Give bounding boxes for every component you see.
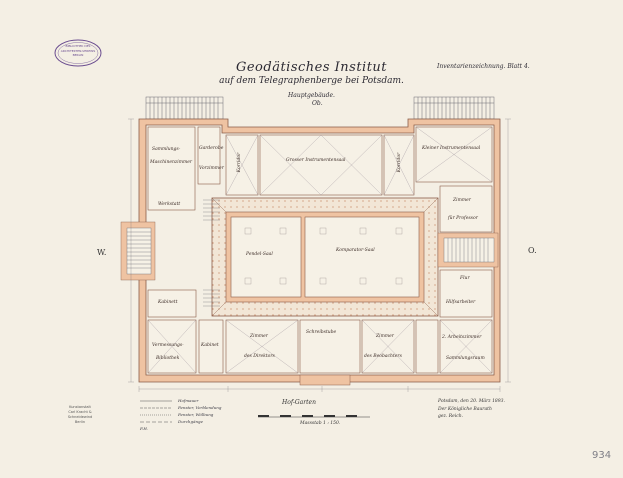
label-sammlungsraum: Sammlungsraum bbox=[446, 356, 485, 361]
label-korridor-east: Korridor bbox=[397, 152, 403, 173]
place-date-signature: Potsdam, den 20. März 1893. Der Königlic… bbox=[438, 398, 505, 421]
sheet-label: Inventarienzeichnung. Blatt 4. bbox=[437, 63, 530, 70]
room-schreibstube bbox=[299, 319, 361, 374]
room-kabinet-se bbox=[415, 319, 439, 374]
legend-item: F.H. bbox=[140, 426, 149, 431]
stamp-text: BIBLIOTHEK DES ARCHITEKTEN-VEREINS BERLI… bbox=[57, 44, 99, 58]
dimension-lines bbox=[128, 118, 511, 392]
legend-swatches bbox=[140, 400, 172, 423]
library-stamp bbox=[54, 39, 102, 67]
stamp-line: BERLIN bbox=[72, 53, 84, 57]
legend-item: Fenster, Wölbung bbox=[178, 412, 214, 417]
signature-line: gez. Reich. bbox=[438, 414, 464, 419]
label-kabinet-sw: Kabinet bbox=[201, 343, 219, 348]
vault-lines bbox=[147, 126, 493, 374]
room-professor bbox=[439, 185, 493, 233]
compass-east: O. bbox=[528, 246, 537, 255]
wing-label: Ob. bbox=[312, 100, 323, 107]
label-professor: für Professor bbox=[448, 216, 478, 221]
label-schreibstube: Schreibstube bbox=[306, 330, 337, 335]
place-date-line: Potsdam, den 20. März 1893. bbox=[438, 399, 505, 404]
label-korridor-west: Korridor bbox=[237, 152, 243, 173]
drawing-location: auf dem Telegraphenberge bei Potsdam. bbox=[219, 76, 404, 86]
room-sammlung bbox=[147, 126, 196, 211]
courtyard-label: Hof-Garten bbox=[282, 399, 316, 406]
imprint-line: Kunstanstalt bbox=[69, 405, 91, 409]
stamp-line: BIBLIOTHEK DES bbox=[65, 44, 91, 48]
room-kabinett-w bbox=[147, 289, 197, 318]
pier-marks bbox=[244, 227, 403, 285]
label-pendel-saal: Pendel-Saal bbox=[246, 252, 273, 257]
label-des-beobachters: des Beobachters bbox=[364, 354, 402, 359]
central-halls bbox=[230, 216, 420, 298]
label-vorzimmer: Vorzimmer bbox=[199, 166, 224, 171]
compass-west: W. bbox=[97, 248, 107, 257]
label-zimmer-beobachter: Zimmer bbox=[376, 334, 394, 339]
legend-item: Hofmauer bbox=[178, 398, 199, 403]
label-arbeitszimmer: 2. Arbeitszimmer bbox=[442, 335, 482, 340]
stamp-line: ARCHITEKTEN-VEREINS bbox=[60, 48, 96, 53]
lithographer-imprint: Kunstanstalt Carl Kracht & Schneidewind … bbox=[57, 405, 103, 425]
room-kabinett-sw bbox=[198, 319, 224, 374]
label-hilfsarbeiter: Hilfsarbeiter bbox=[446, 300, 476, 305]
building-name: Hauptgebäude. bbox=[288, 92, 335, 99]
label-des-direktors: des Direktors bbox=[244, 354, 275, 359]
label-zimmer-ne: Zimmer bbox=[453, 198, 471, 203]
balcony-railings bbox=[145, 96, 495, 120]
room-garderobe bbox=[197, 126, 221, 185]
signature-line: Der Königliche Baurath bbox=[438, 406, 492, 412]
imprint-line: Berlin bbox=[74, 420, 86, 424]
legend-item: Durchgänge bbox=[178, 419, 203, 424]
label-kleiner-saal: Kleiner Instrumentensaal bbox=[422, 146, 481, 151]
stairs-east bbox=[437, 232, 499, 268]
label-north-hall: Grosser Instrumentensaal bbox=[286, 158, 346, 163]
label-maschinenzimmer: Maschinenzimmer bbox=[150, 160, 193, 165]
scale-caption: Massstab 1 : 150. bbox=[300, 421, 341, 426]
label-kabinett: Kabinett bbox=[158, 300, 178, 305]
label-werkstatt: Werkstatt bbox=[158, 202, 181, 207]
stairs-small bbox=[203, 199, 220, 307]
label-sammlung: Sammlungs- bbox=[152, 147, 181, 152]
label-vermessung: Vermessungs- bbox=[152, 343, 184, 348]
imprint-line: Carl Kracht & Schneidewind bbox=[67, 410, 93, 419]
scale-bar bbox=[258, 415, 370, 418]
legend-item: Fenster, Verblendung bbox=[178, 405, 222, 410]
outer-walls bbox=[138, 118, 501, 383]
room-north-hall bbox=[259, 134, 383, 196]
label-flur: Flur bbox=[460, 276, 470, 281]
stairs-west bbox=[120, 221, 156, 281]
label-garderobe: Garderobe bbox=[199, 146, 224, 151]
south-entrance bbox=[299, 374, 351, 386]
label-bibliothek: Bibliothek bbox=[156, 356, 180, 361]
room-hilfsarbeiter bbox=[439, 269, 493, 318]
label-zimmer-direktor: Zimmer bbox=[250, 334, 268, 339]
label-komparator-saal: Komparator-Saal bbox=[336, 248, 375, 253]
drawing-title: Geodätisches Institut bbox=[235, 60, 388, 75]
pencil-inventory-number: 934 bbox=[592, 450, 612, 461]
